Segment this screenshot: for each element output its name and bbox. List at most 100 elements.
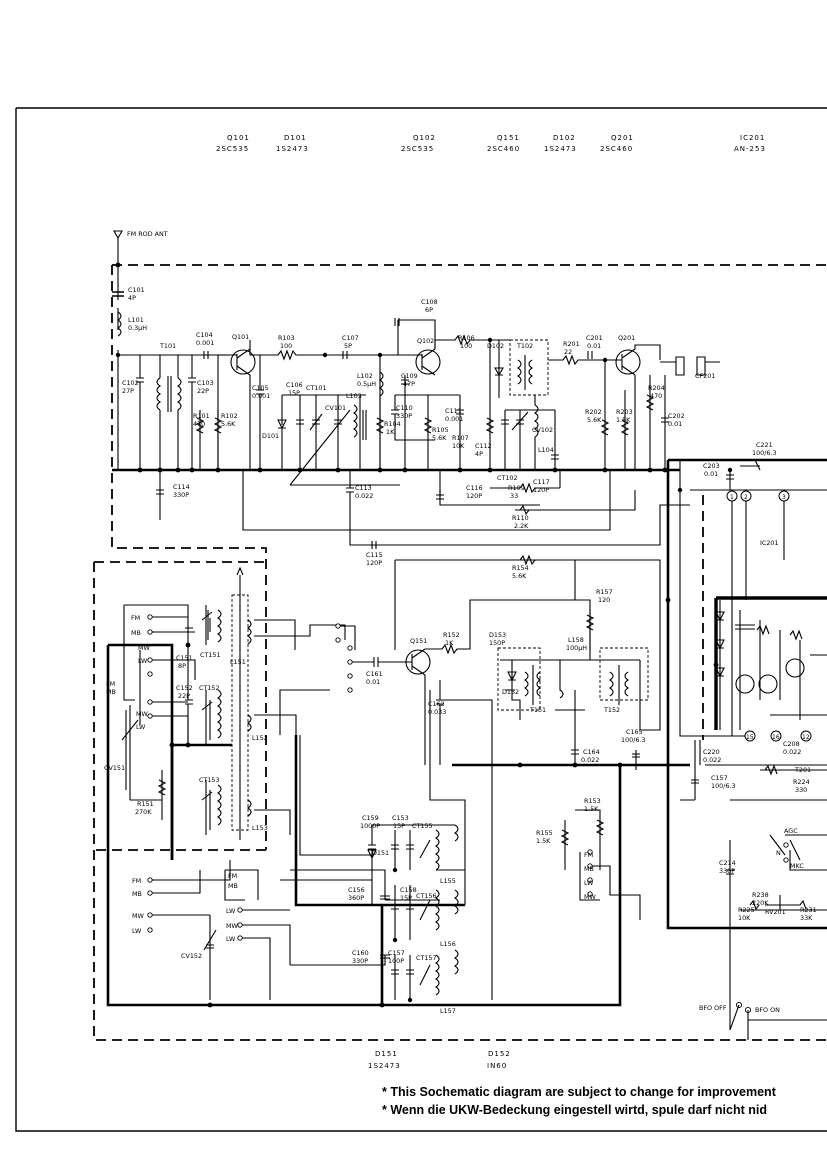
- c161-val: 0.01: [366, 678, 380, 686]
- band-mw-4: MW: [226, 922, 239, 930]
- label-q102-ref: Q102: [413, 134, 436, 142]
- c165-ref: C165: [626, 728, 643, 736]
- r225-val: 10K: [738, 914, 751, 922]
- c159-ref: C159: [362, 814, 379, 822]
- band-fm-2: FM: [106, 680, 115, 688]
- r231-val: 33K: [800, 914, 813, 922]
- label-q151-ref: Q151: [497, 134, 520, 142]
- r105-ref: R105: [432, 426, 449, 434]
- c112-ref: C112: [475, 442, 492, 450]
- r110-ref: R110: [512, 514, 529, 522]
- label-ic201-ref: IC201: [740, 134, 765, 142]
- am-component-labels: FM MB LW MW FM MB MW LW C151 8P CT151 L1…: [104, 588, 817, 1015]
- junction-dots: [115, 262, 733, 1008]
- ct157-label: CT157: [416, 954, 437, 962]
- schematic-notes: * This Sochematic diagram are subject to…: [382, 1085, 777, 1117]
- r157-ref: R157: [596, 588, 613, 596]
- band-mw-5: MW: [132, 912, 145, 920]
- pin-1: 1: [730, 494, 734, 501]
- band-lw-6: LW: [132, 927, 142, 935]
- band-lw-4: LW: [226, 907, 236, 915]
- c157-val: 100P: [388, 957, 404, 965]
- ct155-label: CT155: [412, 822, 433, 830]
- c106-ref: C106: [286, 381, 303, 389]
- band-mb-2: MB: [106, 688, 116, 696]
- d153-ref: D153: [489, 631, 506, 639]
- r151-val: 270K: [135, 808, 152, 816]
- c160-val: 330P: [352, 957, 368, 965]
- l101-ref: L101: [128, 316, 144, 324]
- r107-val: 10K: [452, 442, 465, 450]
- q201-label: Q201: [618, 334, 635, 342]
- am-section-wiring: [121, 559, 827, 1040]
- d152-label: D152: [502, 688, 519, 696]
- r103-ref: R103: [278, 334, 295, 342]
- c116-ref: C116: [466, 484, 483, 492]
- band-lw-1: LW: [138, 657, 148, 665]
- pin-12: 12: [802, 734, 810, 741]
- l155-label: L155: [440, 877, 456, 885]
- pin-3: 3: [782, 494, 786, 501]
- c203-val: 0.01: [704, 470, 718, 478]
- c214-val: 330P: [719, 867, 735, 875]
- c158-ref: C158: [400, 886, 417, 894]
- l103-label: L103: [346, 392, 362, 400]
- r109-ref: R109: [508, 484, 525, 492]
- band-fm-1: FM: [131, 614, 140, 622]
- fm-front-end-wiring: [112, 265, 827, 650]
- band-fm-3: FM: [584, 851, 593, 859]
- ct156-label: CT156: [416, 892, 437, 900]
- c112-val: 4P: [475, 450, 483, 458]
- q102-label: Q102: [417, 337, 434, 345]
- agc-label: AGC: [784, 827, 798, 835]
- band-fm-5: FM: [132, 877, 141, 885]
- mkc-label: MKC: [790, 862, 804, 870]
- c114-val: 330P: [173, 491, 189, 499]
- c161-ref: C161: [366, 670, 383, 678]
- fm-component-labels: C101 4P L101 0.3µH T101 C102 27P C103 22…: [122, 286, 779, 580]
- t152-label: T152: [603, 706, 620, 714]
- r106-val: 100: [460, 342, 472, 350]
- r152-ref: R152: [443, 631, 460, 639]
- ic201-internal-circuit: [715, 600, 827, 730]
- bfo-off-label: BFO OFF: [699, 1004, 727, 1012]
- r204-val: 470: [650, 392, 662, 400]
- c109-val: 47P: [403, 380, 415, 388]
- r154-val: 5.6K: [512, 572, 527, 580]
- c158-val: 15P: [400, 894, 412, 902]
- ct153-label: CT153: [199, 776, 220, 784]
- c220-val: 0.022: [703, 756, 721, 764]
- c108-ref: C108: [421, 298, 438, 306]
- c164-ref: C164: [583, 748, 600, 756]
- d153-val: 150P: [489, 639, 505, 647]
- label-q101-ref: Q101: [227, 134, 250, 142]
- r202-val: 5.6K: [587, 416, 602, 424]
- c103-ref: C103: [197, 379, 214, 387]
- r104-ref: R104: [384, 420, 401, 428]
- c104-val: 0.001: [196, 339, 214, 347]
- c102-ref: C102: [122, 379, 139, 387]
- label-d101-ref: D101: [284, 134, 307, 142]
- label-d102-part: 1S2473: [544, 145, 577, 153]
- ct101-label: CT101: [306, 384, 327, 392]
- r153-ref: R153: [584, 797, 601, 805]
- r157-val: 120: [598, 596, 610, 604]
- label-q102-part: 2SC535: [401, 145, 434, 153]
- note-1: * This Sochematic diagram are subject to…: [382, 1085, 777, 1099]
- d151-label: D151: [372, 849, 389, 857]
- ct152-label: CT152: [199, 684, 220, 692]
- t151-label: T151: [529, 706, 546, 714]
- ground-rails: [106, 458, 827, 1007]
- c162-val: 0.033: [428, 708, 446, 716]
- label-d102-ref: D102: [553, 134, 576, 142]
- pin-15: 15: [746, 734, 754, 741]
- c201-ref: C201: [586, 334, 603, 342]
- antenna-symbol: FM ROD ANT: [113, 230, 168, 265]
- note-2: * Wenn die UKW-Bedeckung eingestell wirt…: [382, 1103, 767, 1117]
- q151-label: Q151: [410, 637, 427, 645]
- l104-label: L104: [538, 446, 554, 454]
- r104-val: 1K: [386, 428, 395, 436]
- c156-ref: C156: [348, 886, 365, 894]
- r201-ref: R201: [563, 340, 580, 348]
